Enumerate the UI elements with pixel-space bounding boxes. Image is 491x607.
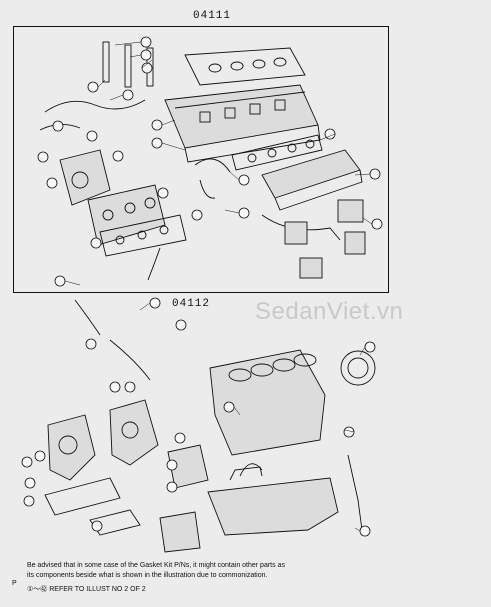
oil-pan	[207, 463, 339, 536]
dipstick-guide	[147, 247, 161, 281]
manifold-gasket	[231, 134, 323, 171]
timing-gear-case	[109, 399, 159, 466]
upper-lower-tube	[74, 299, 101, 336]
leader-lines	[64, 41, 373, 532]
intake-manifold	[261, 149, 363, 211]
gasket-kit-note-line-1: Be advised that in some case of the Gask…	[27, 562, 285, 569]
rear-oil-seal	[340, 350, 376, 386]
cylinder-block	[209, 349, 326, 456]
timing-gear-cover	[47, 414, 96, 481]
water-outlet	[344, 231, 366, 255]
injection-pipe	[44, 99, 146, 113]
water-pump	[159, 511, 201, 553]
refer-illustration-note: ①～㊷ REFER TO ILLUST NO 2 OF 2	[27, 586, 146, 593]
oil-dipstick	[347, 454, 363, 531]
watermark-text: SedanViet.vn	[255, 298, 404, 325]
valve-cover-gasket	[184, 47, 306, 86]
gasket-kit-note-line-2: its components beside what is shown in t…	[27, 572, 268, 579]
lower-group-code: 04112	[172, 298, 211, 310]
oil-pump	[167, 444, 209, 489]
cylinder-head	[164, 84, 321, 163]
upper-group-code: 04111	[193, 10, 232, 22]
exhaust-manifold-gasket	[99, 214, 187, 257]
water-inlet	[299, 257, 323, 279]
turbocharger	[59, 149, 111, 206]
oil-pan-gasket	[44, 477, 121, 516]
water-pipe	[199, 179, 216, 199]
page-letter: P	[12, 580, 17, 587]
upper-group-frame	[13, 26, 389, 293]
thermostat-housing	[337, 199, 364, 223]
connecting-hose	[109, 339, 151, 381]
bypass-hose	[194, 158, 231, 173]
egr-valve	[284, 221, 308, 245]
